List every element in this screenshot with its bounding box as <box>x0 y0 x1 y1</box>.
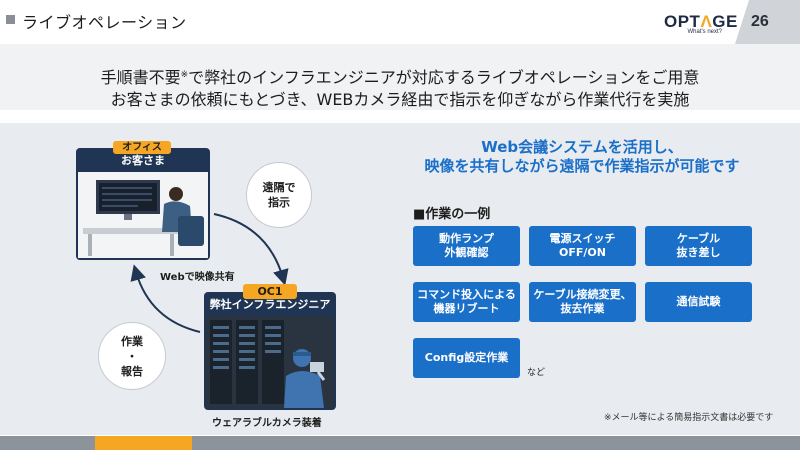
bubble-work-report: 作業・報告 <box>98 322 166 390</box>
bubble-work-text-2: ・ <box>126 349 138 363</box>
header: ライブオペレーション OPTΛGE What's next? 26 <box>0 0 800 44</box>
bubble-remote-instruction: 遠隔で指示 <box>246 162 312 228</box>
arrow-office-to-oc1 <box>213 213 289 286</box>
examples-label: ■作業の一例 <box>413 207 491 222</box>
logo-accent: Λ <box>700 12 713 31</box>
logo-text-2: GE <box>712 12 738 31</box>
intro-band: 手順書不要※で弊社のインフラエンジニアが対応するライブオペレーションをご用意 お… <box>0 44 800 110</box>
page-title: ライブオペレーション <box>22 13 187 32</box>
web-share-caption: Webで映像共有 <box>160 272 235 283</box>
logo-text-1: OPT <box>664 12 701 31</box>
title-marker <box>6 15 15 24</box>
solution-headline: Web会議システムを活用し、 映像を共有しながら遠隔で作業指示が可能です <box>412 138 752 176</box>
example-cable-change: ケーブル接続変更、抜去作業 <box>529 282 636 322</box>
oc1-tag: OC1 <box>243 284 297 299</box>
wearable-caption: ウェアラブルカメラ装着 <box>212 418 322 429</box>
etc-label: など <box>527 368 546 378</box>
example-comm-test: 通信試験 <box>645 282 752 322</box>
office-tag: オフィス <box>113 141 171 154</box>
page-number: 26 <box>751 13 769 30</box>
office-worker-illustration <box>78 172 208 258</box>
logo-tagline: What's next? <box>687 29 723 35</box>
oc1-card-head: 弊社インフラエンジニア <box>206 294 334 316</box>
bubble-work-text-3: 報告 <box>121 364 143 378</box>
oc1-card: 弊社インフラエンジニア <box>204 292 336 410</box>
example-cable-plug: ケーブル抜き差し <box>645 226 752 266</box>
optage-logo: OPTΛGE What's next? <box>664 12 737 37</box>
bubble-remote-text-2: 指示 <box>268 196 290 209</box>
intro-line-1a: 手順書不要 <box>100 68 181 87</box>
office-card: お客さま <box>76 148 210 260</box>
example-command-reboot: コマンド投入による機器リブート <box>413 282 520 322</box>
office-card-head: お客さま <box>78 150 208 172</box>
intro-line-2: お客さまの依頼にもとづき、WEBカメラ経由で指示を仰ぎながら作業代行を実施 <box>110 90 690 109</box>
intro-footnote-mark: ※ <box>180 70 189 80</box>
arrow-oc1-to-office <box>130 264 201 333</box>
bubble-remote-text-1: 遠隔で <box>262 181 296 194</box>
example-config: Config設定作業 <box>413 338 520 378</box>
intro-line-1: 手順書不要※で弊社のインフラエンジニアが対応するライブオペレーションをご用意 <box>0 64 800 89</box>
footer-bar <box>0 436 800 450</box>
solution-headline-1: Web会議システムを活用し、 <box>481 138 683 156</box>
intro-line-1b: で弊社のインフラエンジニアが対応するライブオペレーションをご用意 <box>188 68 700 87</box>
footer-accent <box>95 436 192 450</box>
datacenter-engineer-illustration <box>206 316 334 408</box>
solution-headline-2: 映像を共有しながら遠隔で作業指示が可能です <box>424 157 740 175</box>
bubble-work-text-1: 作業 <box>121 334 143 348</box>
footnote: ※メール等による簡易指示文書は必要です <box>604 413 774 423</box>
example-lamp-check: 動作ランプ外観確認 <box>413 226 520 266</box>
